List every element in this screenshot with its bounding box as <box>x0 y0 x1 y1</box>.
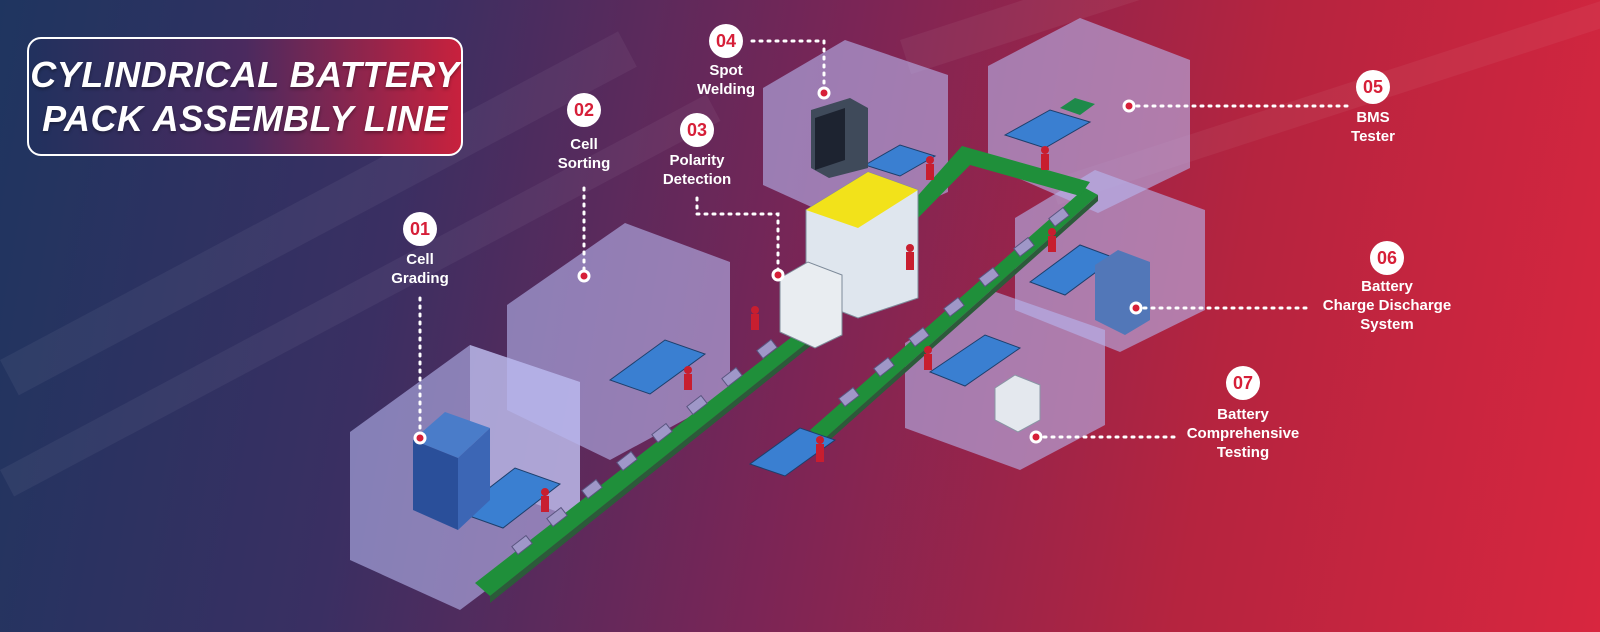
station-label-04-line2: Welding <box>696 81 756 98</box>
station-label-05-line1: BMS <box>1356 109 1390 126</box>
leader-lines <box>418 39 1354 440</box>
station-label-06-line2: Charge Discharge <box>1322 297 1452 314</box>
bms-tester-station <box>1060 98 1095 115</box>
leader-03 <box>695 196 780 277</box>
station-label-06: Battery Charge Discharge System <box>1323 277 1451 334</box>
anchor-dot-03 <box>771 268 785 282</box>
station-label-02-line2: Sorting <box>557 155 611 172</box>
conveyor-top <box>905 146 1090 218</box>
anchor-dot-02 <box>577 269 591 283</box>
battery-trays <box>511 206 1070 556</box>
room-bms-tester <box>988 18 1190 213</box>
station-badge-05: 05 <box>1356 70 1390 104</box>
leader-04 <box>750 39 826 95</box>
station-label-07: Battery Comprehensive Testing <box>1187 405 1300 462</box>
station-label-02: Cell Sorting <box>558 135 611 173</box>
charge-discharge-cabinet <box>1095 250 1150 335</box>
station-badge-07: 07 <box>1226 366 1260 400</box>
station-badge-03: 03 <box>680 113 714 147</box>
anchor-dot-07 <box>1029 430 1043 444</box>
anchor-dot-06 <box>1129 301 1143 315</box>
station-label-01-line2: Grading <box>391 270 449 287</box>
welding-machine <box>811 98 868 178</box>
conveyor-main <box>475 315 833 603</box>
grading-cabinet <box>413 412 490 530</box>
station-label-02-line1: Cell <box>570 136 598 153</box>
title-box: CYLINDRICAL BATTERY PACK ASSEMBLY LINE <box>27 37 463 156</box>
station-badge-06: 06 <box>1370 241 1404 275</box>
station-label-06-line1: Battery <box>1361 278 1413 295</box>
station-badge-04: 04 <box>709 24 743 58</box>
anchor-dot-04 <box>817 86 831 100</box>
station-label-04: Spot Welding <box>697 61 755 99</box>
anchor-dots <box>413 86 1143 445</box>
polarity-detection-machine <box>779 171 919 349</box>
room-cell-sorting <box>507 223 730 460</box>
station-label-07-line1: Battery <box>1217 406 1269 423</box>
title-line-2: PACK ASSEMBLY LINE <box>42 97 448 139</box>
station-label-05: BMS Tester <box>1351 108 1395 146</box>
station-label-03: Polarity Detection <box>663 151 731 189</box>
anchor-dot-05 <box>1122 99 1136 113</box>
station-label-03-line1: Polarity <box>669 152 725 169</box>
comprehensive-tester <box>994 374 1041 433</box>
station-label-07-line3: Testing <box>1216 444 1270 461</box>
station-label-01: Cell Grading <box>391 250 449 288</box>
station-label-04-line1: Spot <box>709 62 743 79</box>
workbenches <box>456 109 1117 529</box>
station-label-07-line2: Comprehensive <box>1186 425 1300 442</box>
room-comprehensive-testing <box>905 290 1105 470</box>
station-label-05-line2: Tester <box>1351 128 1395 145</box>
workers <box>541 146 1056 512</box>
anchor-dot-01 <box>413 431 427 445</box>
station-badge-02: 02 <box>567 93 601 127</box>
station-label-01-line1: Cell <box>406 251 434 268</box>
station-label-03-line2: Detection <box>662 171 732 188</box>
title-line-1: CYLINDRICAL BATTERY <box>30 53 460 95</box>
station-label-06-line3: System <box>1360 316 1414 333</box>
station-badge-01: 01 <box>403 212 437 246</box>
